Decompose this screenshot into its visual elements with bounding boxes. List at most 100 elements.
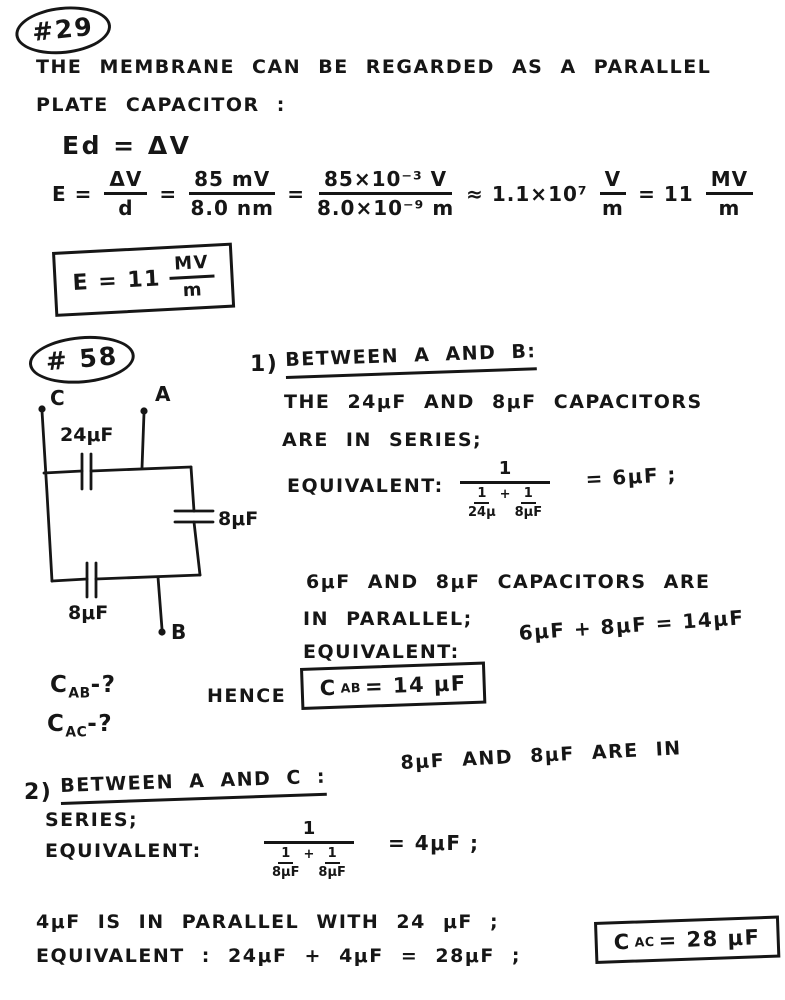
capacitance-subscript: AC xyxy=(634,933,655,950)
part2-line-3: EQUIVALENT : 24μF + 4μF = 28μF ; xyxy=(36,945,522,967)
part2-number: 2) xyxy=(24,780,53,805)
part2-heading: BETWEEN A AND C : xyxy=(60,766,327,805)
node-label-c: C xyxy=(50,386,65,410)
plus-sign: + xyxy=(499,487,511,502)
wire-bottom-left xyxy=(50,577,89,583)
terminal-dot-c xyxy=(38,405,46,413)
question-cab: CAB-? xyxy=(50,672,116,702)
fraction-MV-m: MV m xyxy=(168,252,216,302)
capacitance-symbol: C xyxy=(319,675,338,701)
problem-58-badge: # 58 xyxy=(27,331,138,388)
fraction-denominator: m xyxy=(718,196,741,220)
result-value: = 14 μF xyxy=(364,671,468,699)
p29-text-line-2: PLATE CAPACITOR : xyxy=(36,94,286,116)
fraction-numerator: 1 xyxy=(460,458,551,484)
p29-text-line-1: THE MEMBRANE CAN BE REGARDED AS A PARALL… xyxy=(36,56,712,78)
node-label-a: A xyxy=(155,383,171,406)
part1-line-4: IN PARALLEL; xyxy=(303,608,473,630)
fraction-MV-m: MV m xyxy=(705,168,754,220)
fraction-denominator: 8μF xyxy=(318,865,346,881)
fraction-numerator: 85×10⁻³ V xyxy=(318,168,453,195)
wire-left xyxy=(40,409,54,583)
equals-sign: = xyxy=(287,181,306,206)
part1-line-3: 6μF AND 8μF CAPACITORS ARE xyxy=(306,571,711,593)
wire-top-left xyxy=(42,469,84,475)
part2-series-result: = 4μF ; xyxy=(388,831,480,855)
wire-right-upper xyxy=(189,465,196,513)
fraction-1-8uF: 1 8μF xyxy=(272,846,300,881)
plus-sign: + xyxy=(303,847,315,862)
equation-lhs: E = xyxy=(52,181,93,206)
fraction-denominator: m xyxy=(182,278,204,301)
wire-bottom-right xyxy=(94,573,202,581)
part2-side-note: 8μF AND 8μF ARE IN xyxy=(399,737,683,774)
p29-setup-equation: Ed = ΔV xyxy=(62,131,192,160)
capacitor-label-right: 8μF xyxy=(218,508,258,530)
capacitance-symbol: C xyxy=(613,929,632,955)
part2-equivalent-label: EQUIVALENT: xyxy=(45,840,202,862)
fraction-denominator: 24μ xyxy=(468,505,496,521)
part2-series-fraction: 1 1 8μF + 1 8μF xyxy=(264,818,354,881)
problem-29-badge: #29 xyxy=(13,1,114,59)
fraction-1-8uF: 1 8μF xyxy=(514,486,543,521)
fraction-denominator: 8μF xyxy=(272,865,300,881)
part1-equivalent-label: EQUIVALENT: xyxy=(287,475,444,497)
capacitor-label-bottom: 8μF xyxy=(68,602,108,624)
wire-top-right xyxy=(89,465,193,473)
wire-node-b xyxy=(156,575,164,631)
fraction-numerator: V xyxy=(599,168,627,195)
capacitance-subscript: AC xyxy=(65,724,88,741)
fraction-denominator: 1 24μ + 1 8μF xyxy=(468,484,542,521)
wire-right-lower xyxy=(192,520,202,577)
fraction-numerator: 1 xyxy=(264,818,354,844)
fraction-numerator: 1 xyxy=(520,486,536,505)
fraction-deltaV-d: ΔV d xyxy=(104,168,148,220)
fraction-numerator: 85 mV xyxy=(189,168,276,195)
fraction-85mV-8nm: 85 mV 8.0 nm xyxy=(189,168,276,220)
equals-sign: = xyxy=(159,181,178,206)
capacitance-subscript: AB xyxy=(340,679,362,696)
fraction-scientific: 85×10⁻³ V 8.0×10⁻⁹ m xyxy=(317,168,454,219)
fraction-1-8uF: 1 8μF xyxy=(318,846,346,881)
question-mark: -? xyxy=(90,672,117,698)
wire-node-a xyxy=(140,411,146,470)
question-cac: CAC-? xyxy=(47,711,113,741)
p29-main-equation: E = ΔV d = 85 mV 8.0 nm = 85×10⁻³ V 8.0×… xyxy=(52,168,754,220)
part2-line-2: 4μF IS IN PARALLEL WITH 24 μF ; xyxy=(36,911,500,933)
capacitance-subscript: AB xyxy=(68,685,91,702)
fraction-1-24u: 1 24μ xyxy=(468,486,496,521)
fraction-denominator: 1 8μF + 1 8μF xyxy=(272,844,346,881)
result-value: = 28 μF xyxy=(658,925,761,953)
part1-series-result: = 6μF ; xyxy=(584,462,678,491)
part1-number: 1) xyxy=(250,352,279,377)
fraction-denominator: 8μF xyxy=(514,505,543,521)
result-lhs: E = 11 xyxy=(72,266,162,296)
fraction-numerator: MV xyxy=(705,168,754,195)
terminal-dot-a xyxy=(140,407,148,415)
fraction-numerator: 1 xyxy=(278,846,294,865)
fraction-numerator: ΔV xyxy=(104,168,148,195)
p29-boxed-result: E = 11 MV m xyxy=(52,242,236,317)
part1-equivalent-label-2: EQUIVALENT: xyxy=(303,641,460,663)
terminal-dot-b xyxy=(158,628,166,636)
part1-parallel-sum: 6μF + 8μF = 14μF xyxy=(517,605,746,645)
fraction-numerator: MV xyxy=(168,252,215,280)
part1-heading: BETWEEN A AND B: xyxy=(285,340,538,379)
fraction-numerator: 1 xyxy=(474,486,490,505)
fraction-denominator: d xyxy=(118,196,134,220)
fraction-denominator: 8.0×10⁻⁹ m xyxy=(317,196,455,220)
part1-line-2: ARE IN SERIES; xyxy=(282,429,483,451)
capacitance-symbol: C xyxy=(50,672,69,698)
fraction-denominator: m xyxy=(601,196,624,220)
part1-line-1: THE 24μF AND 8μF CAPACITORS xyxy=(284,391,703,413)
fraction-V-m: V m xyxy=(599,168,627,220)
part2-line-1: SERIES; xyxy=(45,809,139,831)
fraction-numerator: 1 xyxy=(324,846,340,865)
equals-value: = 11 xyxy=(638,181,694,206)
approx-value: ≈ 1.1×10⁷ xyxy=(466,181,588,206)
fraction-denominator: 8.0 nm xyxy=(190,196,274,220)
capacitance-symbol: C xyxy=(47,711,66,737)
hence-label: HENCE xyxy=(207,685,287,707)
